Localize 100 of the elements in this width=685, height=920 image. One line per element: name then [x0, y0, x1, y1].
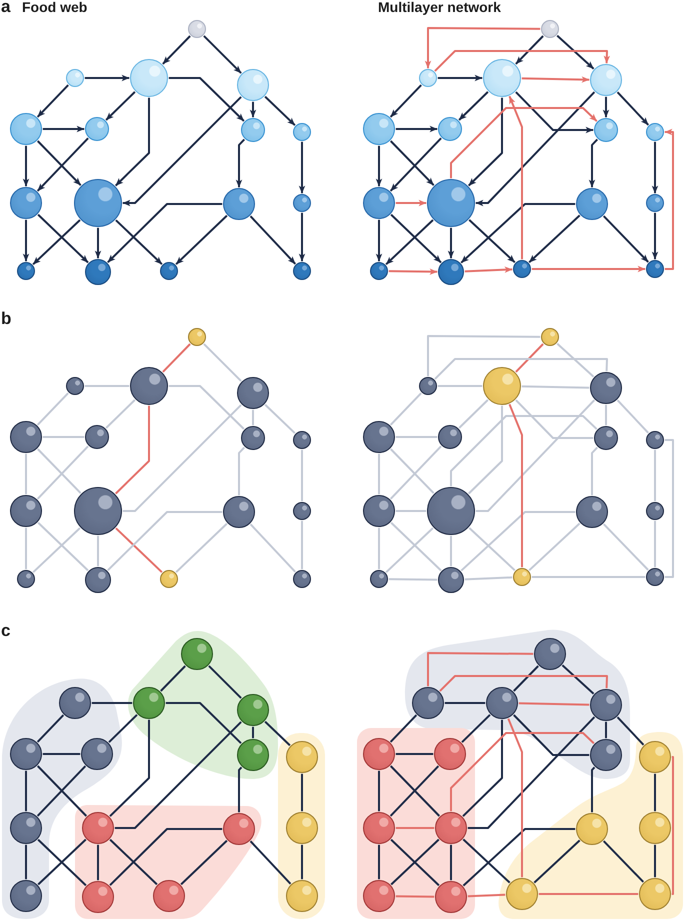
arrow — [298, 212, 306, 262]
connector-line — [468, 894, 506, 898]
connector-line — [450, 415, 598, 486]
network-node — [513, 260, 531, 278]
connector-line — [460, 511, 576, 572]
connector-line — [468, 716, 596, 829]
connector-line — [97, 536, 99, 566]
arrow — [664, 128, 674, 270]
connector-line — [476, 399, 596, 512]
connector-line — [450, 844, 452, 880]
arrow — [532, 266, 646, 272]
connector-line — [462, 828, 576, 886]
connector-line — [513, 665, 539, 692]
connector-line — [301, 520, 303, 570]
network-node — [541, 20, 559, 38]
connector-line — [513, 714, 590, 756]
connector-line — [25, 770, 27, 812]
arrow — [438, 74, 483, 82]
connector-line — [301, 450, 303, 502]
arrow — [434, 50, 610, 72]
connector-line — [390, 392, 422, 426]
network-node — [438, 567, 464, 593]
connector-line — [301, 774, 303, 812]
connector-line — [25, 528, 27, 570]
connector-line — [654, 774, 656, 812]
cluster-shading — [357, 728, 475, 919]
connector-line — [42, 753, 80, 755]
connector-line — [672, 756, 674, 895]
arrow — [94, 228, 102, 259]
arrow — [652, 212, 658, 260]
connector-line — [385, 527, 434, 574]
connector-line — [602, 840, 644, 883]
connector-line — [602, 523, 649, 571]
network-node — [594, 118, 618, 142]
arrow — [36, 140, 82, 186]
connector-line — [92, 702, 132, 704]
connector-line — [36, 446, 89, 500]
connector-line — [36, 448, 82, 494]
connector-line — [105, 399, 136, 429]
network-node — [85, 117, 109, 141]
arrow — [115, 98, 150, 186]
panel-letter: a — [1, 0, 10, 13]
connector-line — [114, 721, 242, 829]
arrow — [396, 126, 438, 132]
network-node — [646, 123, 664, 141]
network-node — [237, 377, 269, 409]
connector-line — [444, 702, 486, 704]
connector-line — [427, 335, 540, 376]
connector-line — [168, 385, 245, 430]
connector-line — [378, 454, 380, 494]
network-node — [66, 377, 84, 395]
connector-line — [538, 893, 638, 895]
arrow — [236, 138, 246, 188]
connector-line — [522, 385, 590, 389]
connector-line — [108, 714, 138, 743]
arrow — [376, 220, 382, 262]
network-node — [10, 187, 42, 219]
network-node — [513, 568, 531, 586]
connector-line — [396, 436, 438, 438]
connector-line — [175, 522, 228, 573]
panel-title: Food web — [22, 0, 88, 14]
connector-line — [36, 714, 64, 743]
arrow — [390, 140, 434, 186]
connector-line — [166, 702, 242, 744]
connector-line — [434, 358, 608, 380]
connector-line — [107, 511, 222, 572]
network-node — [293, 570, 311, 588]
connector-line — [160, 665, 186, 692]
network-node — [286, 880, 318, 912]
connector-line — [115, 527, 163, 573]
arrow — [250, 216, 296, 265]
connector-line — [36, 392, 69, 426]
connector-line — [438, 385, 482, 387]
network-node — [363, 738, 395, 770]
arrow — [522, 76, 590, 83]
network-node — [188, 328, 206, 346]
connector-line — [115, 406, 150, 494]
network-node — [188, 20, 206, 38]
connector-line — [654, 844, 656, 878]
connector-line — [464, 576, 512, 580]
connector-line — [42, 436, 84, 438]
connector-line — [252, 410, 254, 426]
arrow — [602, 215, 649, 263]
arrow — [458, 91, 489, 121]
network-node — [435, 881, 467, 913]
arrow — [385, 219, 434, 266]
network-node — [293, 502, 311, 520]
network-node — [646, 260, 664, 278]
arrow — [424, 27, 540, 69]
connector-line — [507, 718, 523, 878]
network-node — [74, 487, 122, 535]
arrow — [122, 96, 242, 206]
arrow — [388, 268, 438, 275]
connector-line — [591, 446, 598, 496]
arrow — [107, 203, 222, 264]
arrow — [588, 138, 598, 188]
arrow — [175, 214, 228, 265]
arrow — [105, 91, 136, 121]
network-node — [370, 262, 388, 280]
network-node — [286, 741, 318, 773]
